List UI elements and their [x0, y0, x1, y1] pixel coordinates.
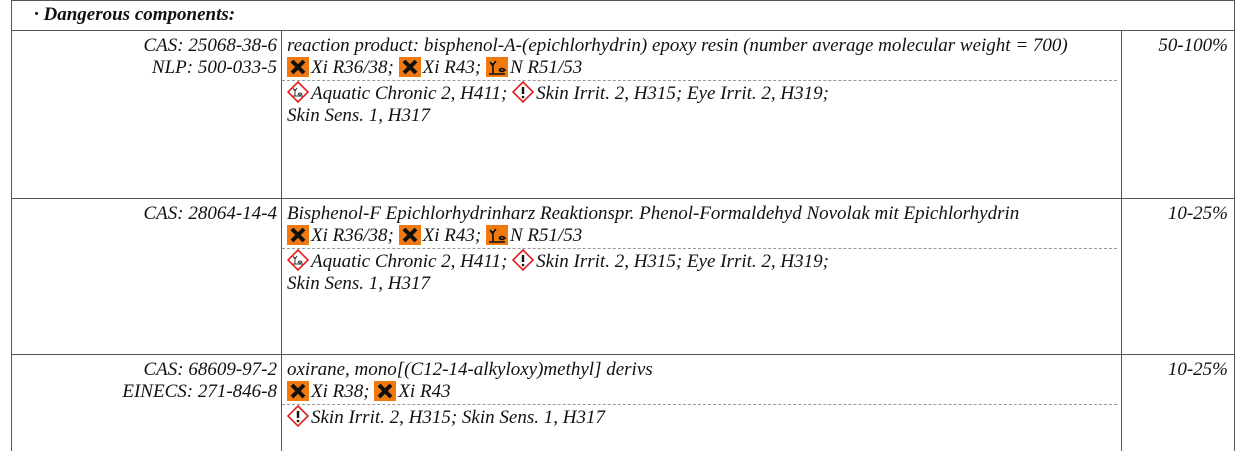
environment-dead-tree-icon [485, 57, 508, 77]
table-row: CAS: 68609-97-2 EINECS: 271-846-8 oxiran… [12, 355, 1234, 451]
ghs09-environment-icon [287, 81, 309, 103]
component-cell: Bisphenol-F Epichlorhydrinharz Reaktions… [282, 199, 1122, 354]
component-name: oxirane, mono[(C12-14-alkyloxy)methyl] d… [287, 359, 653, 380]
dsd-phrase: N R51/53 [509, 57, 583, 78]
dsd-phrase: Xi R38; [311, 381, 370, 402]
clp-phrase: Skin Irrit. 2, H315; Eye Irrit. 2, H319; [536, 83, 829, 104]
table-row: CAS: 25068-38-6 NLP: 500-033-5 reaction … [12, 31, 1234, 199]
dsd-phrase: N R51/53 [509, 225, 583, 246]
nlp-number: NLP: 500-033-5 [151, 57, 277, 78]
component-cell: oxirane, mono[(C12-14-alkyloxy)methyl] d… [282, 355, 1122, 451]
concentration-cell: 10-25% [1167, 203, 1228, 224]
identifier-cell: CAS: 68609-97-2 EINECS: 271-846-8 [12, 355, 282, 451]
dsd-phrase: Xi R36/38; [311, 225, 394, 246]
dsd-classification: Xi R36/38; Xi R43; N R51/53 [287, 225, 1117, 247]
clp-phrase: Skin Sens. 1, H317 [287, 273, 431, 294]
dsd-phrase: Xi R36/38; [311, 57, 394, 78]
clp-phrase: Skin Sens. 1, H317 [287, 105, 431, 126]
identifier-cell: CAS: 25068-38-6 NLP: 500-033-5 [12, 31, 282, 198]
dangerous-components-table: · Dangerous components: CAS: 25068-38-6 … [11, 0, 1235, 451]
section-header: · Dangerous components: [12, 1, 1234, 31]
xi-harmful-icon [287, 57, 309, 77]
clp-classification: Aquatic Chronic 2, H411; Skin Irrit. 2, … [282, 248, 1117, 295]
clp-classification: Skin Irrit. 2, H315; Skin Sens. 1, H317 [282, 404, 1117, 429]
ghs07-exclamation-icon [287, 405, 309, 427]
cas-number: CAS: 28064-14-4 [143, 203, 277, 224]
component-name: reaction product: bisphenol-A-(epichlorh… [287, 35, 1068, 56]
clp-classification: Aquatic Chronic 2, H411; Skin Irrit. 2, … [282, 80, 1117, 127]
clp-phrase: Aquatic Chronic 2, H411; [311, 251, 508, 272]
ghs07-exclamation-icon [512, 249, 535, 271]
clp-phrase: Aquatic Chronic 2, H411; [311, 83, 508, 104]
cas-number: CAS: 25068-38-6 [143, 35, 277, 56]
concentration-cell: 50-100% [1158, 35, 1228, 56]
cas-number: CAS: 68609-97-2 [143, 359, 277, 380]
dsd-phrase: Xi R43; [422, 57, 482, 78]
xi-harmful-icon [287, 225, 309, 245]
einecs-number: EINECS: 271-846-8 [122, 381, 277, 402]
environment-dead-tree-icon [485, 225, 508, 245]
concentration-cell: 10-25% [1167, 359, 1228, 380]
table-row: CAS: 28064-14-4 Bisphenol-F Epichlorhydr… [12, 199, 1234, 355]
dsd-phrase: Xi R43; [422, 225, 482, 246]
identifier-cell: CAS: 28064-14-4 [12, 199, 282, 354]
ghs09-environment-icon [287, 249, 309, 271]
clp-phrase: Skin Irrit. 2, H315; Eye Irrit. 2, H319; [536, 251, 829, 272]
xi-harmful-icon [398, 225, 421, 245]
ghs07-exclamation-icon [512, 81, 535, 103]
xi-harmful-icon [287, 381, 309, 401]
dsd-classification: Xi R36/38; Xi R43; N R51/53 [287, 57, 1117, 79]
dsd-classification: Xi R38; Xi R43 [287, 381, 1117, 403]
component-cell: reaction product: bisphenol-A-(epichlorh… [282, 31, 1122, 198]
dsd-phrase: Xi R43 [398, 381, 451, 402]
component-name: Bisphenol-F Epichlorhydrinharz Reaktions… [287, 203, 1020, 224]
xi-harmful-icon [398, 57, 421, 77]
xi-harmful-icon [374, 381, 397, 401]
clp-phrase: Skin Irrit. 2, H315; Skin Sens. 1, H317 [311, 407, 605, 428]
